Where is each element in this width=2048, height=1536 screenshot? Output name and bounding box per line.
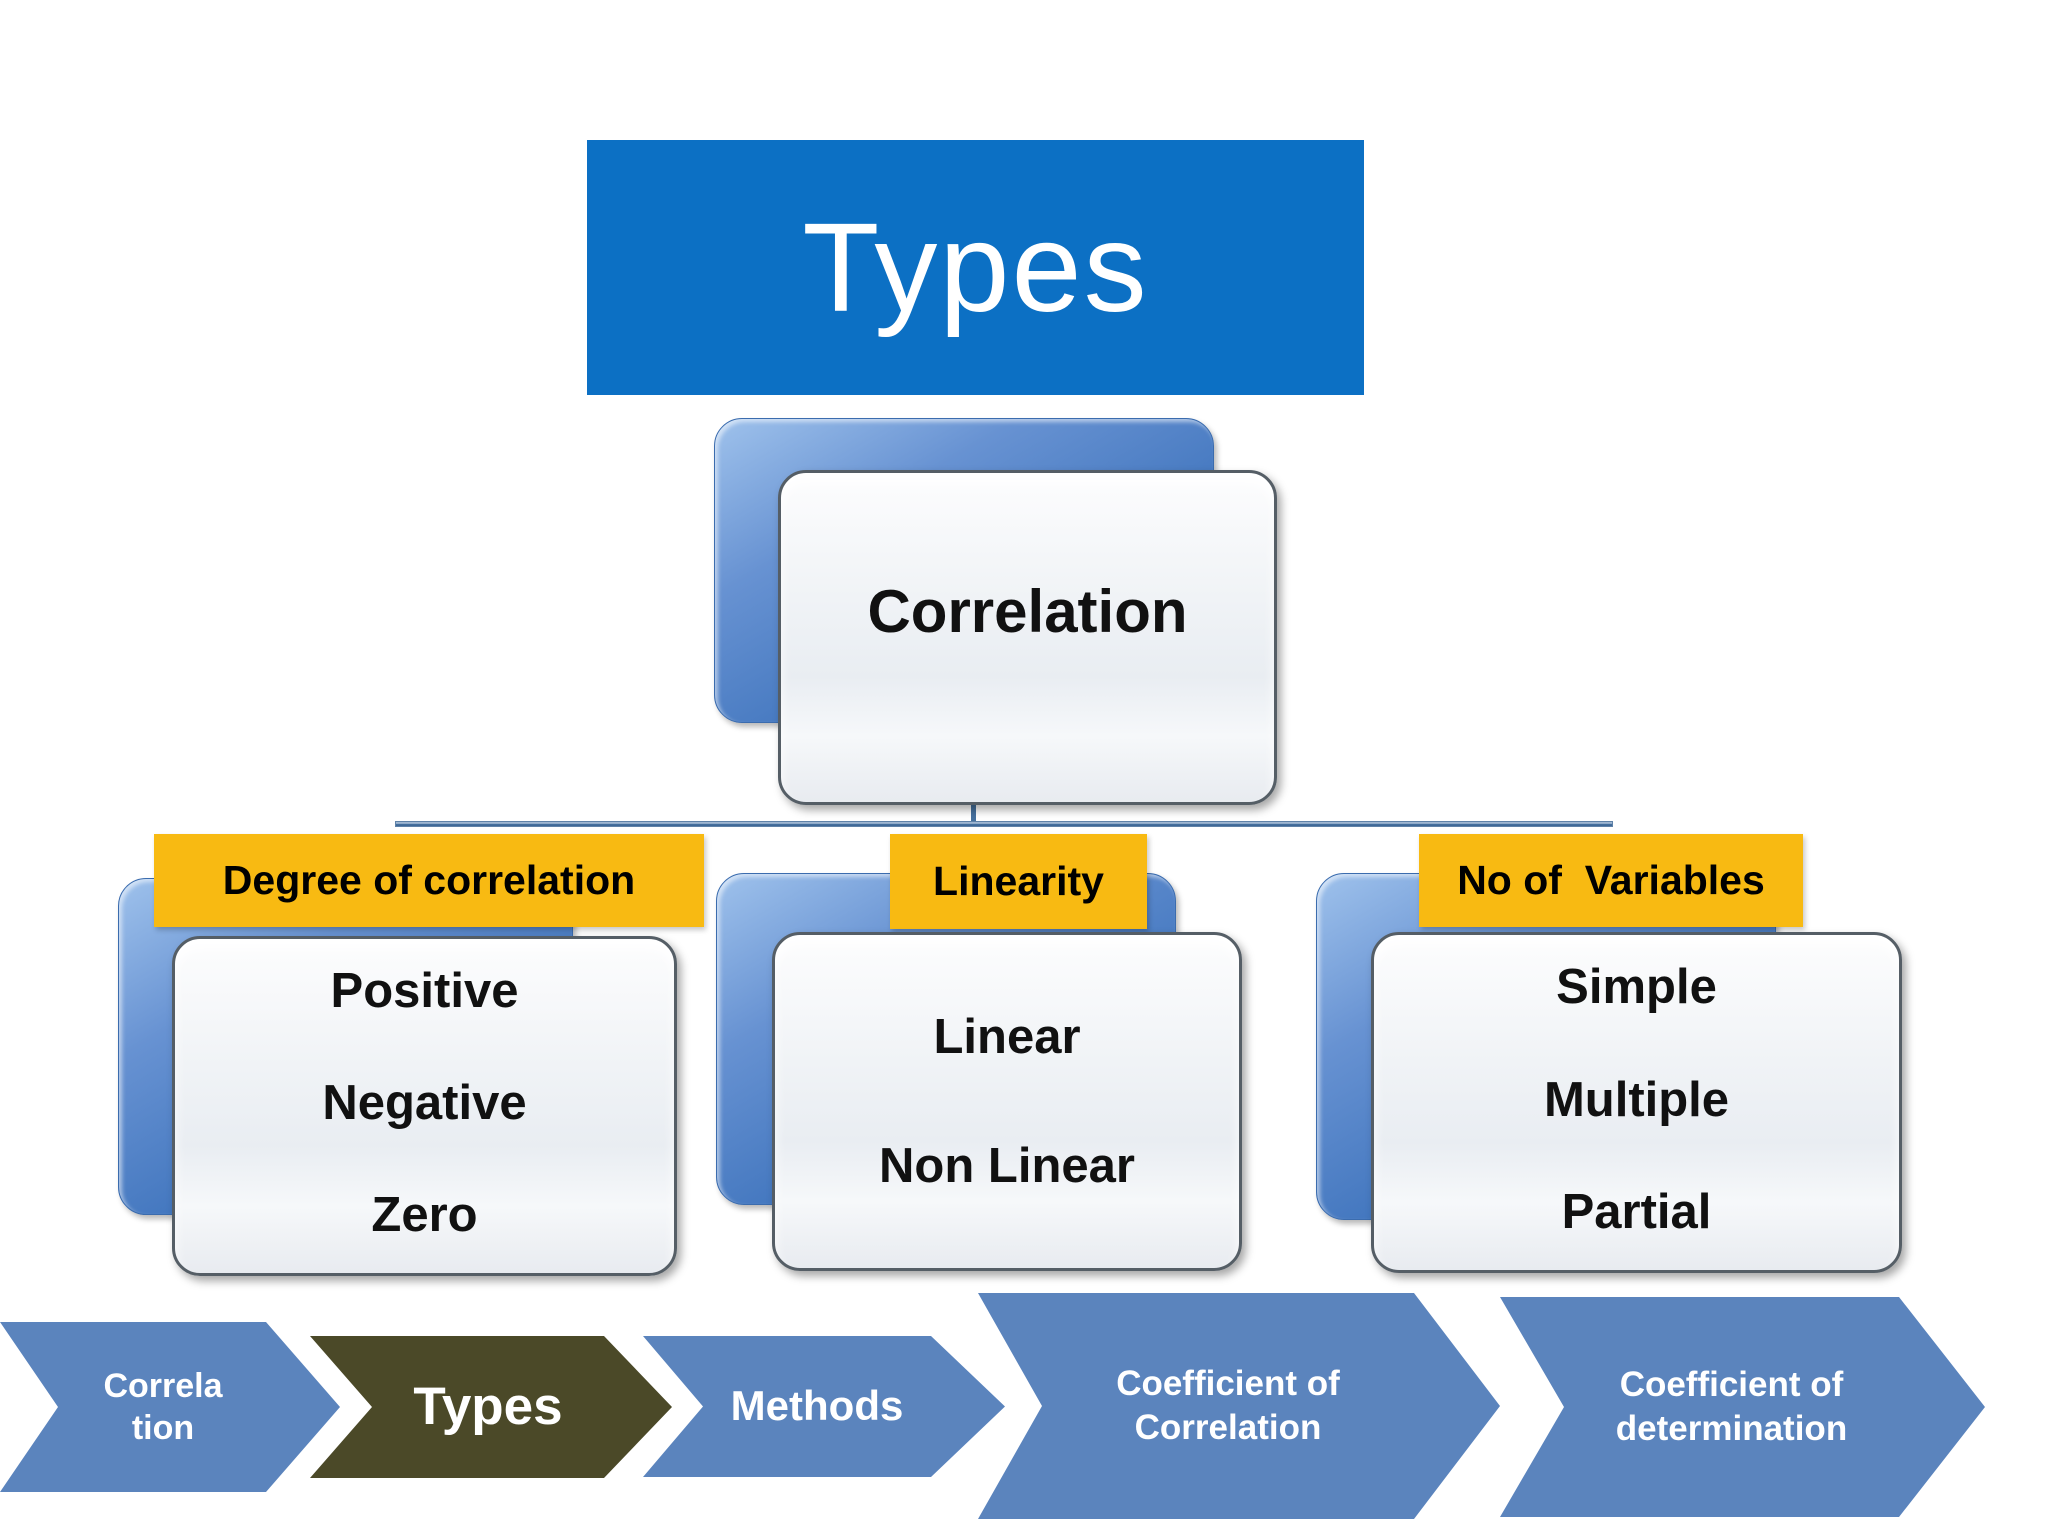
correlation-node-label: Correlation: [867, 578, 1188, 645]
correlation-node: Correlation: [778, 470, 1277, 805]
linearity-category-label: Linearity: [890, 834, 1147, 929]
degree-item: Positive: [330, 964, 519, 1018]
nav-step-methods[interactable]: Methods: [643, 1336, 1005, 1477]
nav-step-correlation[interactable]: Correla tion: [0, 1322, 340, 1492]
degree-item: Zero: [371, 1188, 478, 1242]
linearity-item: Linear: [933, 1009, 1081, 1064]
degree-item: Negative: [322, 1076, 527, 1130]
variables-item: Multiple: [1543, 1072, 1730, 1127]
degree-node: Positive Negative Zero: [172, 936, 677, 1276]
nav-step-coefficient-of-correlation[interactable]: Coefficient of Correlation: [978, 1293, 1500, 1519]
nav-step-label: Types: [413, 1376, 563, 1436]
variables-category-text: No of Variables: [1457, 857, 1765, 903]
nav-step-label: Coefficient of: [1116, 1364, 1340, 1404]
linearity-item: Non Linear: [879, 1139, 1135, 1194]
linearity-node: Linear Non Linear: [772, 932, 1242, 1271]
variables-node: Simple Multiple Partial: [1371, 932, 1902, 1273]
degree-category-label: Degree of correlation: [154, 834, 704, 927]
nav-step-label: determination: [1615, 1409, 1848, 1448]
variables-item: Simple: [1556, 960, 1717, 1014]
nav-step-label: Correla: [103, 1366, 223, 1405]
variables-category-label: No of Variables: [1419, 834, 1803, 927]
variables-item: Partial: [1561, 1185, 1712, 1239]
slide-title-box: Types: [587, 140, 1364, 395]
degree-category-text: Degree of correlation: [222, 857, 636, 903]
variables-items: Simple Multiple Partial: [1374, 935, 1899, 1270]
connector-horizontal: [395, 821, 1613, 827]
nav-step-types[interactable]: Types: [310, 1336, 672, 1478]
nav-step-label: tion: [131, 1409, 195, 1447]
slide-title: Types: [802, 197, 1149, 338]
linearity-category-text: Linearity: [933, 858, 1104, 904]
degree-items: Positive Negative Zero: [175, 939, 674, 1273]
connector-vertical: [971, 800, 976, 827]
nav-step-label: Coefficient of: [1619, 1365, 1844, 1405]
linearity-items: Linear Non Linear: [775, 935, 1239, 1268]
nav-step-label: Correlation: [1134, 1408, 1322, 1447]
nav-step-label: Methods: [730, 1382, 904, 1430]
nav-step-coefficient-of-determination[interactable]: Coefficient of determination: [1500, 1297, 1985, 1517]
